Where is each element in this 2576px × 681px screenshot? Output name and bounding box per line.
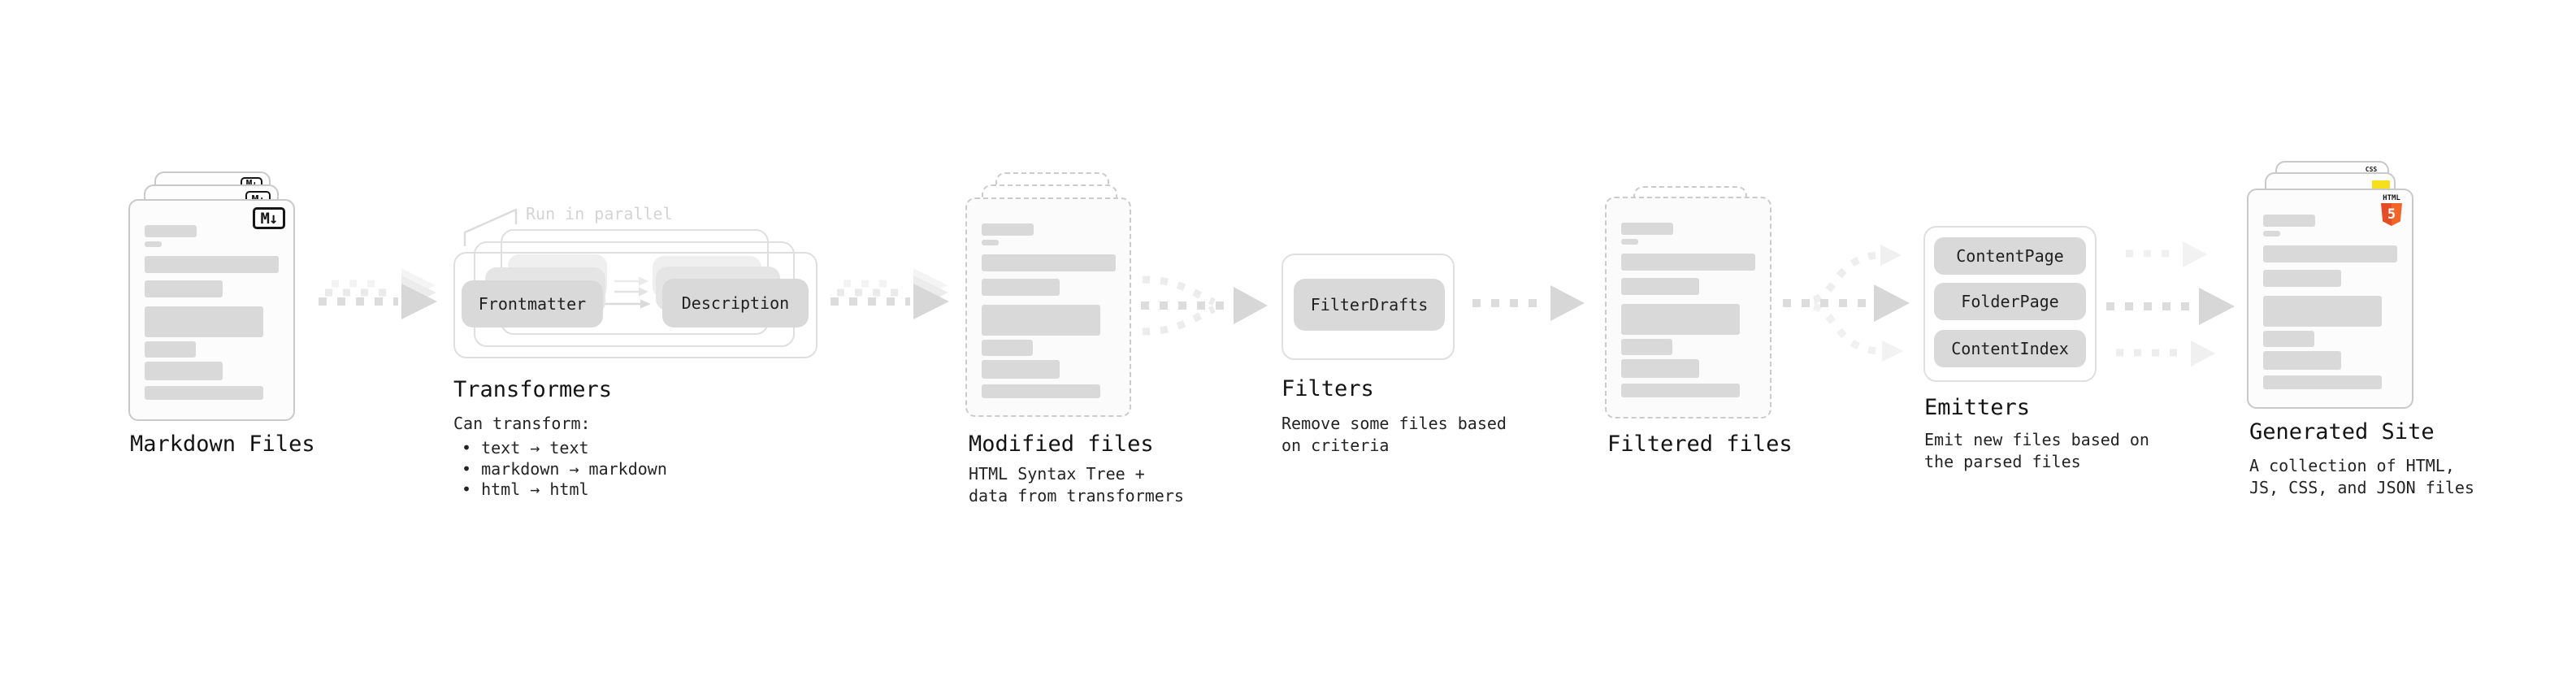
text-line-placeholder <box>1621 304 1740 335</box>
text-line-placeholder <box>2263 375 2382 389</box>
js-file-icon <box>2372 180 2390 189</box>
html5-icon-digit: 5 <box>2387 206 2396 223</box>
css-icon-label: CSS <box>2365 166 2378 173</box>
text-line-placeholder <box>982 305 1100 336</box>
emitter-chip-folderpage: FolderPage <box>1934 283 2086 320</box>
text-line-placeholder <box>1621 278 1699 295</box>
emitter-chip-contentpage: ContentPage <box>1934 237 2086 275</box>
text-line-placeholder <box>982 254 1116 271</box>
transformers-bullet: • text → text <box>462 438 589 458</box>
html5-icon-shield: 5 <box>2381 203 2402 226</box>
filtered-document-front <box>1605 197 1772 419</box>
transformer-chip-frontmatter: Frontmatter <box>462 280 603 327</box>
transformer-chip-description: Description <box>662 279 809 327</box>
transformers-bullet: • html → html <box>462 479 589 499</box>
text-line-placeholder <box>1621 359 1699 378</box>
transformers-bullet: • markdown → markdown <box>462 459 667 479</box>
text-line-placeholder <box>982 384 1100 398</box>
text-line-placeholder <box>145 341 196 358</box>
arrow-modified-to-filters <box>1141 275 1268 336</box>
text-line-placeholder <box>2263 296 2382 327</box>
stage-title-transformers: Transformers <box>453 377 613 402</box>
text-line-placeholder <box>2263 270 2341 287</box>
text-line-placeholder <box>982 223 1034 236</box>
arrow-transformers-to-modified <box>830 268 949 319</box>
text-line-placeholder <box>1621 239 1638 245</box>
text-line-placeholder <box>1621 339 1672 355</box>
text-line-placeholder <box>145 241 162 247</box>
arrow-markdown-to-transformers <box>319 268 437 319</box>
stage-title-filters: Filters <box>1281 376 1374 401</box>
text-line-placeholder <box>145 306 263 337</box>
arrow-filtered-to-emitters <box>1783 245 1910 362</box>
html5-icon-label: HTML <box>2383 194 2400 202</box>
filter-chip-filterdrafts: FilterDrafts <box>1294 279 1445 331</box>
text-line-placeholder <box>2263 331 2314 347</box>
annotation-leader-line <box>463 208 518 246</box>
transformers-subtitle: Can transform: <box>453 414 591 433</box>
text-line-placeholder <box>982 340 1033 356</box>
text-line-placeholder <box>1621 384 1740 397</box>
modified-document-front <box>965 197 1131 417</box>
parallel-arrows <box>605 276 651 309</box>
text-line-placeholder <box>145 386 263 400</box>
text-line-placeholder <box>1621 223 1673 235</box>
text-line-placeholder <box>2263 215 2315 227</box>
stage-title-modified-files: Modified files <box>969 432 1154 457</box>
text-line-placeholder <box>1621 254 1755 271</box>
transformers-panel-front <box>453 252 817 358</box>
text-line-placeholder <box>2263 231 2280 236</box>
run-in-parallel-annotation: Run in parallel <box>526 204 673 223</box>
arrow-filters-to-filtered <box>1472 285 1585 321</box>
emitter-chip-contentindex: ContentIndex <box>1934 330 2086 367</box>
text-line-placeholder <box>982 360 1060 379</box>
text-line-placeholder <box>145 225 197 237</box>
text-line-placeholder <box>145 256 279 273</box>
text-line-placeholder <box>2263 351 2341 370</box>
generated-site-subtitle: A collection of HTML, JS, CSS, and JSON … <box>2249 456 2474 497</box>
text-line-placeholder <box>982 279 1060 296</box>
text-line-placeholder <box>145 362 223 380</box>
arrow-emitters-to-generated <box>2106 241 2235 367</box>
stage-title-emitters: Emitters <box>1924 395 2031 420</box>
text-line-placeholder <box>982 240 999 245</box>
generated-document-html: HTML 5 <box>2247 189 2413 409</box>
text-line-placeholder <box>2263 245 2397 262</box>
stage-title-markdown-files: Markdown Files <box>130 432 315 457</box>
markdown-icon: M↓ <box>253 207 285 229</box>
html5-icon: HTML 5 <box>2381 195 2402 226</box>
emitters-subtitle: Emit new files based on the parsed files <box>1924 430 2149 471</box>
filters-subtitle: Remove some files based on criteria <box>1281 414 1507 455</box>
text-line-placeholder <box>145 280 223 297</box>
modified-files-subtitle: HTML Syntax Tree + data from transformer… <box>969 464 1184 505</box>
stage-title-generated-site: Generated Site <box>2249 419 2435 445</box>
stage-title-filtered-files: Filtered files <box>1607 432 1793 457</box>
markdown-document-front: M↓ <box>128 199 295 421</box>
